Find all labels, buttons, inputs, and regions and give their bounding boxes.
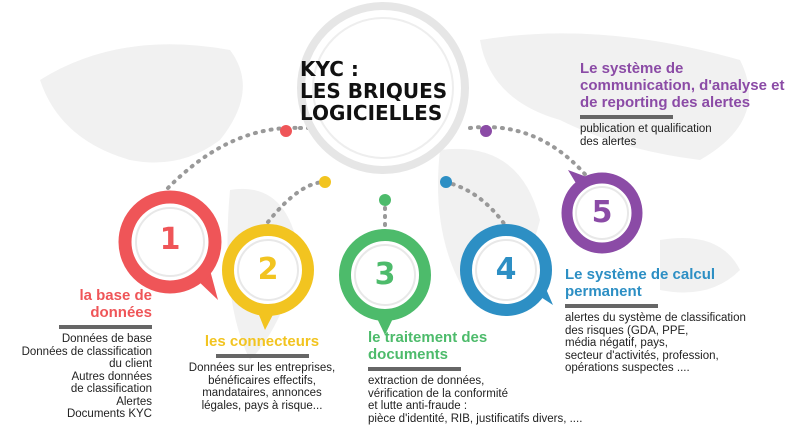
step-3-group: le traitement des documents extraction d… — [368, 329, 668, 425]
step-4-number: 4 — [495, 252, 517, 287]
step-5-title: Le système de communication, d'analyse e… — [580, 60, 785, 111]
step-5-number: 5 — [591, 195, 613, 230]
step-4-title: Le système de calcul permanent — [565, 266, 716, 300]
step-2-number: 2 — [257, 252, 279, 287]
step-1-title: la base de données — [79, 287, 152, 321]
dot-yellow — [319, 176, 331, 188]
step-1-divider — [59, 325, 152, 329]
pin-1 — [118, 190, 222, 300]
pin-4 — [460, 224, 553, 316]
step-5-group: Le système de communication, d'analyse e… — [580, 60, 785, 148]
dot-purple — [480, 125, 492, 137]
step-3-title: le traitement des documents — [368, 329, 488, 363]
pin-3 — [339, 229, 431, 335]
step-1-number: 1 — [159, 222, 181, 257]
step-2-group: les connecteurs Données sur les entrepri… — [172, 333, 352, 412]
pin-5 — [561, 170, 643, 254]
step-4-divider — [565, 304, 658, 308]
step-4-group: Le système de calcul permanent alertes d… — [565, 266, 785, 375]
step-2-divider — [215, 354, 309, 358]
dot-green — [379, 194, 391, 206]
step-3-divider — [368, 367, 461, 371]
step-3-body: extraction de données,vérification de la… — [368, 375, 583, 425]
step-2-title: les connecteurs — [204, 333, 320, 350]
step-5-divider — [580, 115, 673, 119]
step-2-body: Données sur les entreprises,bénéficaires… — [188, 362, 336, 412]
dot-red — [280, 125, 292, 137]
step-3-number: 3 — [374, 257, 396, 292]
page-title: KYC : LES BRIQUES LOGICIELLES — [300, 57, 448, 125]
pin-2 — [222, 224, 314, 330]
dot-blue — [440, 176, 452, 188]
